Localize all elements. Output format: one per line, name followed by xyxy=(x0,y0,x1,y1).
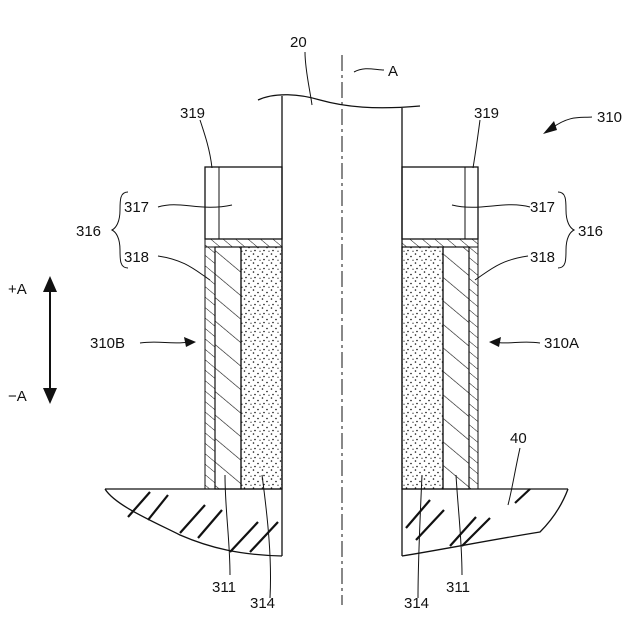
label-fill-right: 314 xyxy=(404,595,429,612)
label-cap-right: 319 xyxy=(474,105,499,122)
brace-right xyxy=(558,192,574,268)
assembly-arrow xyxy=(543,117,592,134)
label-plus-dir: +A xyxy=(8,281,27,298)
label-axis: A xyxy=(388,63,398,80)
label-fill-left: 314 xyxy=(250,595,275,612)
label-upper-left: 317 xyxy=(124,199,149,216)
right-assembly xyxy=(402,167,478,489)
label-side-b: 310B xyxy=(90,335,125,352)
label-lower-left: 318 xyxy=(124,249,149,266)
label-base: 40 xyxy=(510,430,527,447)
label-wall-left: 311 xyxy=(212,579,236,596)
label-wall-right: 311 xyxy=(446,579,470,596)
direction-arrow xyxy=(43,276,57,404)
base-plate xyxy=(105,489,568,556)
label-assembly: 310 xyxy=(597,109,622,126)
label-upper-right: 317 xyxy=(530,199,555,216)
label-shaft: 20 xyxy=(290,34,307,51)
left-assembly xyxy=(205,167,282,489)
label-minus-dir: −A xyxy=(8,388,27,405)
leader-lines xyxy=(140,52,540,598)
label-group-left: 316 xyxy=(76,223,101,240)
label-side-a: 310A xyxy=(544,335,579,352)
label-lower-right: 318 xyxy=(530,249,555,266)
label-cap-left: 319 xyxy=(180,105,205,122)
label-group-right: 316 xyxy=(578,223,603,240)
